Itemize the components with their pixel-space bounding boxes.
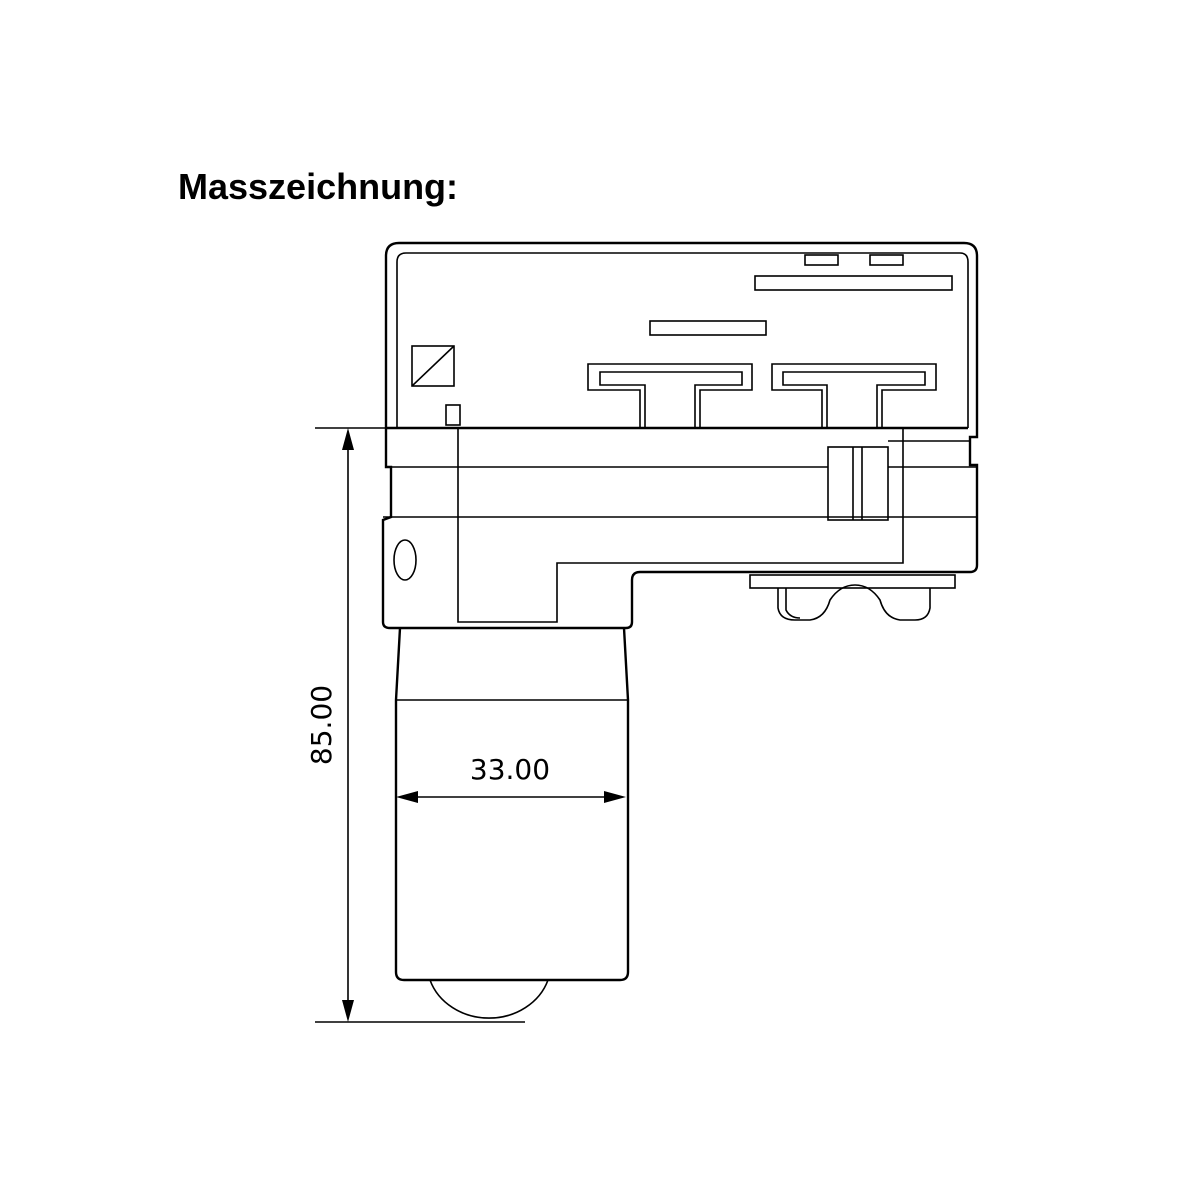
spot-lamp-body (394, 627, 630, 1019)
arrow-right-icon (604, 791, 626, 803)
width-dimension: 33.00 (396, 753, 626, 803)
track-adapter-housing (381, 241, 979, 630)
height-dimension: 85.00 (305, 427, 525, 1023)
width-label: 33.00 (470, 753, 550, 786)
arrow-down-icon (342, 1000, 354, 1022)
arrow-up-icon (342, 428, 354, 450)
height-label: 85.00 (305, 685, 338, 765)
drawing-title: Masszeichnung: (178, 166, 459, 207)
screw-hole (393, 539, 417, 581)
arrow-left-icon (396, 791, 418, 803)
lens (429, 979, 549, 1019)
